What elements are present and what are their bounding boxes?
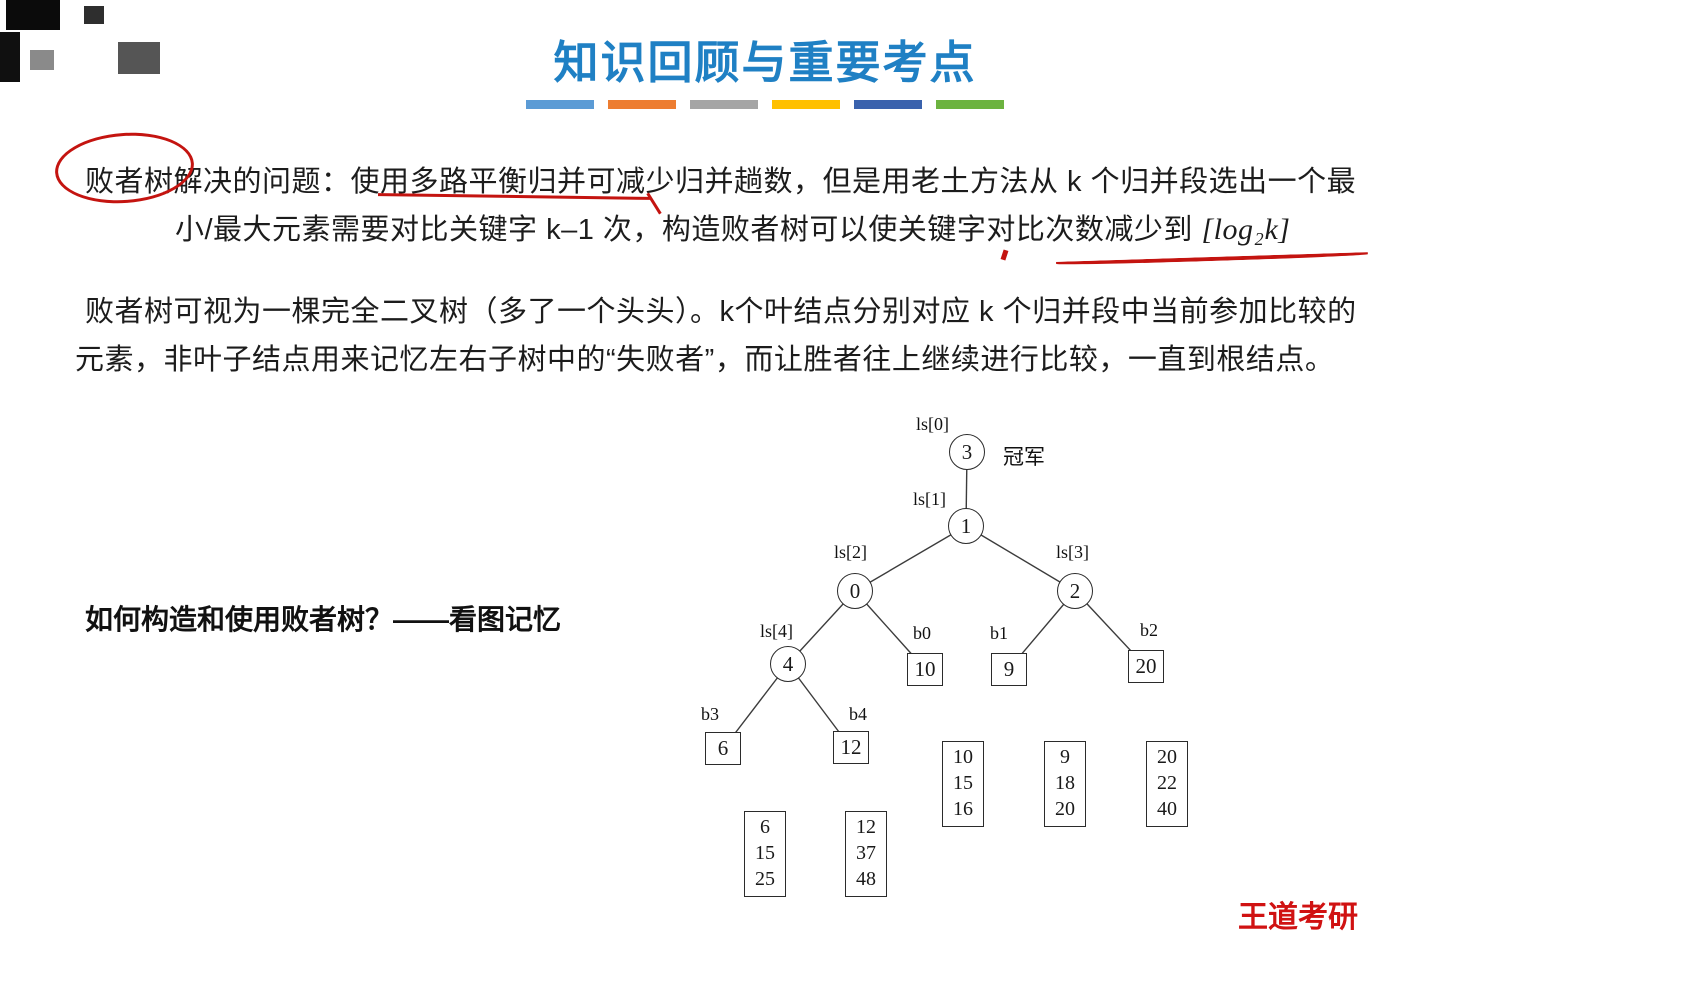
tree-tag-b0: b0 [913,623,931,643]
paragraph-1-line-2-text: 小/最大元素需要对比关键字 k–1 次，构造败者树可以使关键字对比次数减少到 [175,214,1202,246]
tree-tag-ls1: ls[1] [913,489,946,509]
tree-leaf-b4: 12 [833,731,869,764]
run-value: 18 [1055,772,1075,794]
tree-node-ls2: 0 [837,573,873,609]
run-value: 37 [856,842,876,864]
run-value: 15 [953,772,973,794]
tree-leaf-b3: 6 [705,732,741,765]
tree-tag-ls3: ls[3] [1056,542,1089,562]
run-value: 20 [1157,746,1177,768]
tree-node-ls0: 3 [949,434,985,470]
run-column-b3: 6 15 25 [744,811,786,897]
video-artifact-block [0,32,20,82]
paragraph-2-line-2: 元素，非叶子结点用来记忆左右子树中的“失败者”，而让胜者往上继续进行比较，一直到… [75,344,1335,376]
run-value: 40 [1157,798,1177,820]
question-text: 如何构造和使用败者树？——看图记忆 [85,604,562,635]
node-value: 10 [914,657,936,681]
tree-tag-ls2: ls[2] [834,542,867,562]
tree-tag-b1: b1 [990,623,1008,643]
divider-bar-green [936,100,1004,109]
run-value: 25 [755,868,775,890]
node-value: 1 [960,513,972,538]
log2k-formula: [log₂k] [1201,213,1291,246]
run-value: 48 [856,868,876,890]
node-value: 3 [961,439,973,464]
node-value: 0 [849,578,861,603]
tree-tag-ls0: ls[0] [916,414,949,434]
tree-tag-b2: b2 [1140,620,1158,640]
tree-node-ls1: 1 [948,508,984,544]
run-value: 22 [1157,772,1177,794]
run-value: 12 [856,816,876,838]
tree-tag-ls4: ls[4] [760,621,793,641]
watermark-wangdao: 王道考研 [1238,901,1358,934]
tree-tag-b4: b4 [849,704,867,724]
divider-bar-darkblue [854,100,922,109]
node-value: 2 [1069,578,1081,603]
champion-label: 冠军 [1003,446,1045,469]
tree-node-ls4: 4 [770,646,806,682]
run-value: 15 [755,842,775,864]
divider-bar-blue [526,100,594,109]
run-column-b1: 9 18 20 [1044,741,1086,827]
video-artifact-block [84,6,104,24]
run-column-b0: 10 15 16 [942,741,984,827]
node-value: 4 [782,651,794,676]
paragraph-1-line-1: 败者树解决的问题：使用多路平衡归并可减少归并趟数，但是用老土方法从 k 个归并段… [85,166,1357,198]
title-divider [526,100,1004,109]
tree-node-ls3: 2 [1057,573,1093,609]
node-value: 12 [840,735,862,759]
node-value: 20 [1135,654,1157,678]
run-value: 6 [760,816,770,838]
run-value: 9 [1060,746,1070,768]
video-artifact-block [6,0,60,30]
tree-leaf-b0: 10 [907,653,943,686]
paragraph-1-line-2: 小/最大元素需要对比关键字 k–1 次，构造败者树可以使关键字对比次数减少到 [… [175,206,1290,248]
node-value: 6 [717,736,729,760]
run-value: 16 [953,798,973,820]
run-value: 20 [1055,798,1075,820]
page-title: 知识回顾与重要考点 [553,37,977,88]
node-value: 9 [1003,657,1015,681]
run-column-b2: 20 22 40 [1146,741,1188,827]
divider-bar-yellow [772,100,840,109]
tree-leaf-b1: 9 [991,653,1027,686]
divider-bar-orange [608,100,676,109]
video-artifact-block [30,50,54,70]
run-column-b4: 12 37 48 [845,811,887,897]
tree-leaf-b2: 20 [1128,650,1164,683]
paragraph-2-line-1: 败者树可视为一棵完全二叉树（多了一个头头）。k个叶结点分别对应 k 个归并段中当… [85,296,1357,328]
run-value: 10 [953,746,973,768]
tree-tag-b3: b3 [701,704,719,724]
video-artifact-block [118,42,160,74]
divider-bar-gray [690,100,758,109]
